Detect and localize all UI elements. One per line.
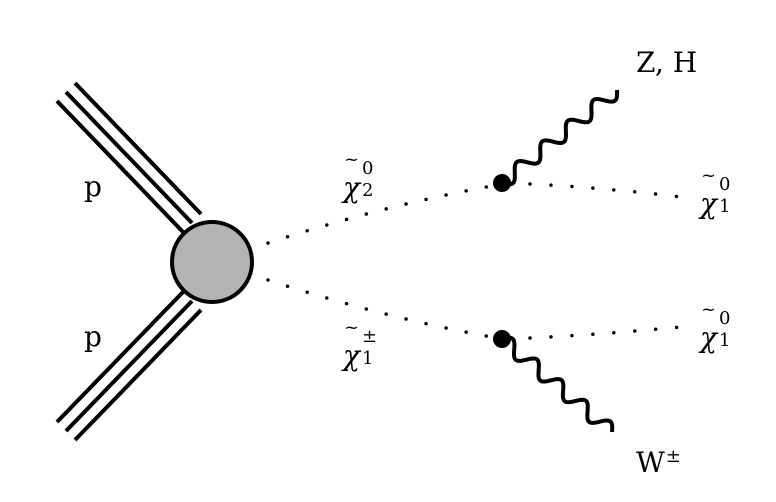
- superscript: ±: [361, 325, 378, 347]
- chargino-label: ~χ±1: [343, 316, 377, 373]
- w-boson-line: [501, 335, 615, 433]
- subscript: 1: [361, 348, 374, 370]
- superscript: 0: [718, 173, 731, 195]
- decay-vertex-upper: [493, 174, 511, 192]
- decay-vertex-lower: [493, 330, 511, 348]
- chi-symbol: χ: [700, 187, 717, 221]
- lsp-line-upper: [528, 182, 692, 200]
- proton-label-upper: p: [84, 170, 102, 203]
- tilde-mark: ~: [700, 299, 717, 320]
- proton-label-lower: p: [84, 320, 102, 353]
- subscript: 2: [361, 180, 374, 202]
- z-higgs-boson-line: [501, 89, 620, 187]
- tilde-mark: ~: [700, 165, 717, 186]
- chargino-propagator: [266, 278, 499, 340]
- production-blob: [170, 220, 254, 304]
- subscript: 1: [718, 196, 731, 218]
- proton-line-upper: [55, 81, 203, 234]
- superscript: 0: [361, 157, 374, 179]
- chi-symbol: χ: [343, 171, 360, 205]
- tilde-mark: ~: [343, 149, 360, 170]
- z-higgs-label: Z, H: [636, 46, 698, 79]
- chi-symbol: χ: [700, 321, 717, 355]
- neutralino2-propagator: [266, 183, 499, 245]
- tilde-mark: ~: [343, 317, 360, 338]
- lsp-line-lower: [528, 324, 692, 340]
- proton-line-lower: [55, 290, 203, 442]
- subscript: 1: [718, 330, 731, 352]
- w-base: W: [636, 446, 665, 479]
- w-boson-label: W±: [636, 446, 681, 480]
- w-charge: ±: [665, 446, 681, 467]
- chi-symbol: χ: [343, 339, 360, 373]
- superscript: 0: [718, 307, 731, 329]
